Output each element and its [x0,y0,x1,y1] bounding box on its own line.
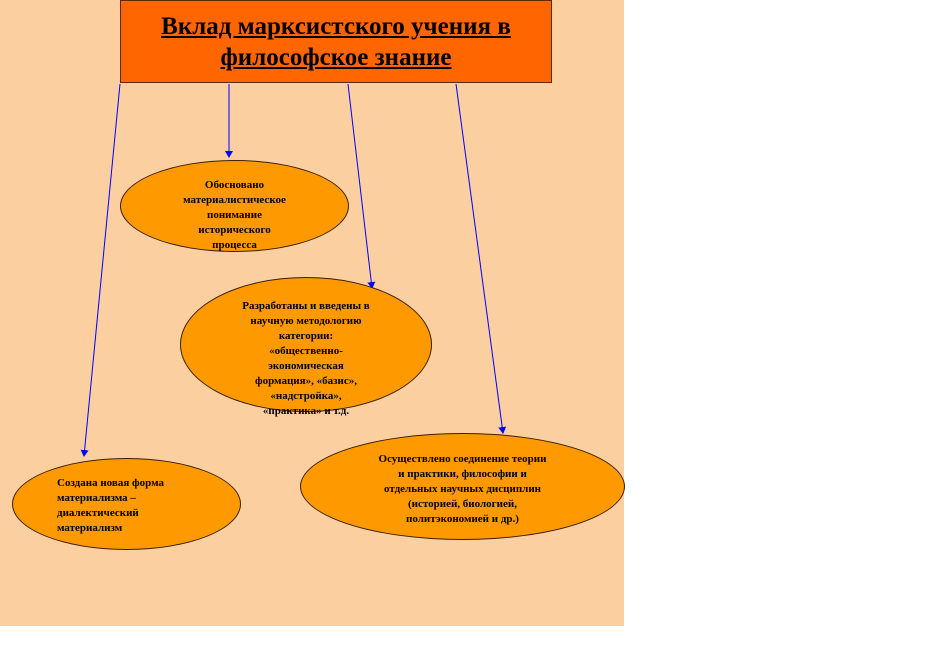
node-text-line: категории: [278,329,334,342]
node-theory-practice: Осуществлено соединение теории и практик… [300,433,625,540]
node-text-line: процесса [212,238,257,251]
node-text-line: «практика» и т.д. [262,404,350,417]
arrow-to-categories [347,83,376,289]
node-text-line: и практики, философии и [398,468,527,480]
node-text-line: материализм [57,522,123,534]
node-dialectical-materialism: Создана новая форма материализма – диале… [12,458,241,550]
node-text-line: политэкономией и др.) [406,513,519,525]
node-text-line: Осуществлено соединение теории [378,453,547,465]
node-text-line: отдельных научных дисциплин [383,483,541,495]
node-text-line: понимание [207,208,262,221]
arrow-to-dialectical-materialism [80,83,121,457]
title-line: Вклад марксистского учения в [161,12,511,40]
node-historical-process: Обосновано материалистическое понимание … [120,160,349,252]
node-text-line: экономическая [268,359,344,372]
node-text-line: материализма – [57,492,136,504]
title-line: философское знание [220,43,452,71]
node-text-line: материалистическое [183,193,286,206]
node-text-line: Обосновано [204,178,265,191]
node-text-line: «надстройка», [270,389,342,402]
node-categories: Разработаны и введены в научную методоло… [180,277,432,417]
node-text-line: «общественно- [269,344,343,357]
arrow-to-theory-practice [455,83,507,434]
node-text-line: (историей, биологией, [407,498,517,510]
node-text-line: Создана новая форма [57,477,165,489]
node-text-line: научную методологию [250,314,362,327]
node-text-line: исторического [198,223,271,236]
node-text-line: диалектический [57,507,139,519]
node-text-line: формация», «базис», [254,374,357,387]
node-text-line: Разработаны и введены в [242,299,370,312]
title-box: Вклад марксистского учения в философское… [120,0,552,83]
